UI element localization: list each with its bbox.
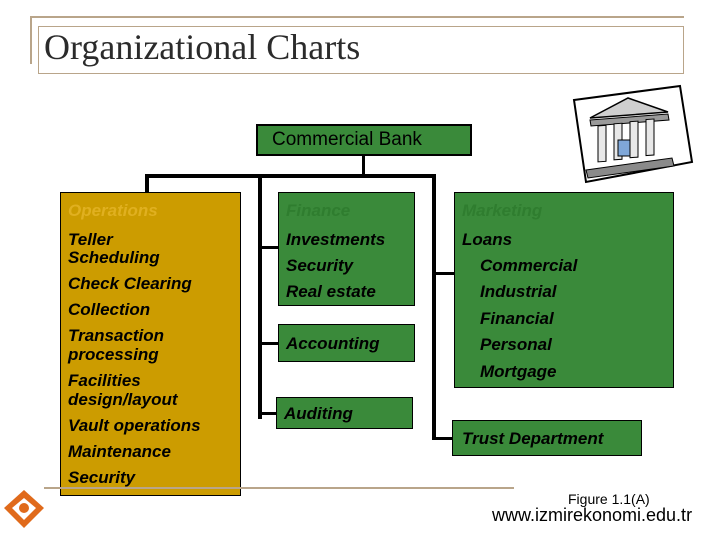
accounting-label: Accounting [286,334,380,353]
auditing-box [276,397,413,429]
marketing-item: Industrial [480,282,557,301]
marketing-box [454,192,674,388]
operations-item: design/layout [68,390,178,409]
connector-finance-trunk [258,174,262,419]
operations-item: Check Clearing [68,274,192,293]
figure-label: Figure 1.1(A) [568,491,650,507]
operations-item: Scheduling [68,248,160,267]
university-logo-icon [4,490,44,528]
connector-accounting [258,342,278,345]
operations-item: Vault operations [68,416,201,435]
connector-root-stem [362,156,365,176]
connector-auditing [258,412,276,415]
connector-finance-main [258,246,278,249]
connector-marketing-main [432,272,454,275]
operations-item: Collection [68,300,151,319]
connector-trust [432,437,452,440]
connector-operations [145,174,149,192]
operations-header: Operations [68,201,158,220]
connector-horizontal [145,174,435,178]
marketing-item: Loans [462,230,513,249]
finance-item: Investments [286,230,386,249]
trust-department-label: Trust Department [462,429,604,448]
operations-item: processing [68,345,159,364]
slide-title: Organizational Charts [44,27,361,67]
trust-department-box [452,420,642,456]
website-url[interactable]: www.izmirekonomi.edu.tr [492,505,693,525]
title-frame [30,16,684,74]
marketing-item: Mortgage [480,362,557,381]
finance-item: Real estate [286,282,376,301]
marketing-item: Personal [480,335,552,354]
connector-marketing-trunk [432,174,436,440]
root-label: Commercial Bank [272,129,422,150]
finance-box [278,192,415,306]
auditing-label: Auditing [284,404,353,423]
finance-item: Security [286,256,354,275]
operations-item: Transaction [68,326,165,345]
marketing-header: Marketing [462,201,543,220]
operations-item: Teller [68,230,113,249]
marketing-item: Commercial [480,256,578,275]
footer-rule [44,487,514,489]
marketing-item: Financial [480,309,554,328]
operations-box [60,192,241,496]
bank-building-icon [572,84,694,184]
finance-header: Finance [286,201,351,220]
accounting-box [278,324,415,362]
operations-item: Facilities [68,371,141,390]
root-node-inner [258,126,470,154]
operations-item: Maintenance [68,442,171,461]
operations-item: Security [68,468,136,487]
